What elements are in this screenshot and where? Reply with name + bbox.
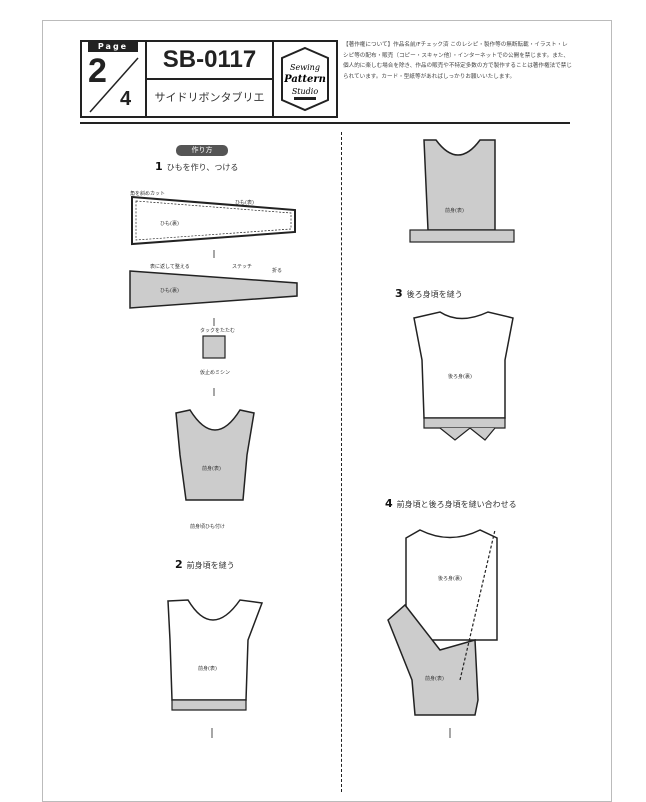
label-front-2: 前身(表): [198, 665, 217, 672]
strap-diagram-2: [129, 270, 298, 309]
label-strap-back: ひも(裏): [160, 220, 179, 227]
pattern-code: SB-0117: [147, 42, 272, 80]
page-tag: Page: [88, 42, 138, 52]
header-rule: [80, 122, 570, 124]
step-number: 3: [395, 287, 403, 300]
label-front-3: 前身(表): [445, 207, 464, 214]
label-back-2: 後ろ身(裏): [438, 575, 462, 582]
back-bodice-step3: [413, 311, 514, 419]
label-fold: 折る: [272, 267, 282, 274]
label-strap-wrong: ひも(裏): [160, 287, 179, 294]
label-front: 前身(表): [202, 465, 221, 472]
label-stitch: ステッチ: [232, 264, 252, 270]
front-bodice-step2: [167, 599, 264, 701]
page-total: 4: [120, 88, 132, 110]
column-divider: [341, 132, 342, 792]
svg-text:Studio: Studio: [292, 87, 319, 96]
step-number: 4: [385, 497, 393, 510]
page-current: 2: [88, 52, 107, 90]
copyright-notice: 【著作権について】作品名前/Fチェック済 このレシピ・製作等の無断転載・イラスト…: [343, 42, 572, 80]
pattern-code-box: SB-0117 サイドリボンタブリエ: [147, 42, 274, 116]
front-bodice-step4: [387, 603, 479, 716]
svg-text:Pattern: Pattern: [283, 74, 326, 85]
back-bodice-top: [423, 139, 496, 231]
page-header: Page 2 4 SB-0117 サイドリボンタブリエ Sewing Patte…: [80, 40, 338, 118]
step-number: 1: [155, 160, 163, 173]
page-number-box: Page 2 4: [82, 42, 147, 116]
label-strap-front: ひも(表): [235, 199, 254, 206]
label-cut: 角を斜めカット: [130, 190, 165, 197]
label-turn: 表に返して整える: [150, 263, 190, 270]
label-tuck: タックをたたむ: [200, 327, 235, 334]
label-front-4: 前身(表): [425, 675, 444, 682]
step-title: 後ろ身頃を縫う: [406, 290, 463, 299]
label-front-caption: 前身頃ひも付け: [190, 523, 225, 530]
step-number: 2: [175, 558, 183, 571]
front-bodice-diagram: [175, 409, 255, 501]
section-badge: 作り方: [176, 145, 228, 156]
page-slash-icon: [89, 57, 139, 113]
strap-diagram-1: [131, 195, 296, 246]
back-bodice-step4: [405, 529, 498, 641]
label-back: 後ろ身(裏): [448, 373, 472, 380]
step-title: 前身頃を縫う: [186, 561, 235, 570]
studio-logo: Sewing Pattern Studio: [274, 42, 336, 116]
tuck-diagram: [202, 335, 226, 359]
pattern-title: サイドリボンタブリエ: [154, 91, 265, 104]
step-title: 前身頃と後ろ身頃を縫い合わせる: [396, 500, 517, 509]
step-title: ひもを作り、つける: [166, 163, 239, 172]
svg-text:Sewing: Sewing: [290, 63, 320, 72]
label-pin: 仮止めミシン: [200, 369, 230, 376]
